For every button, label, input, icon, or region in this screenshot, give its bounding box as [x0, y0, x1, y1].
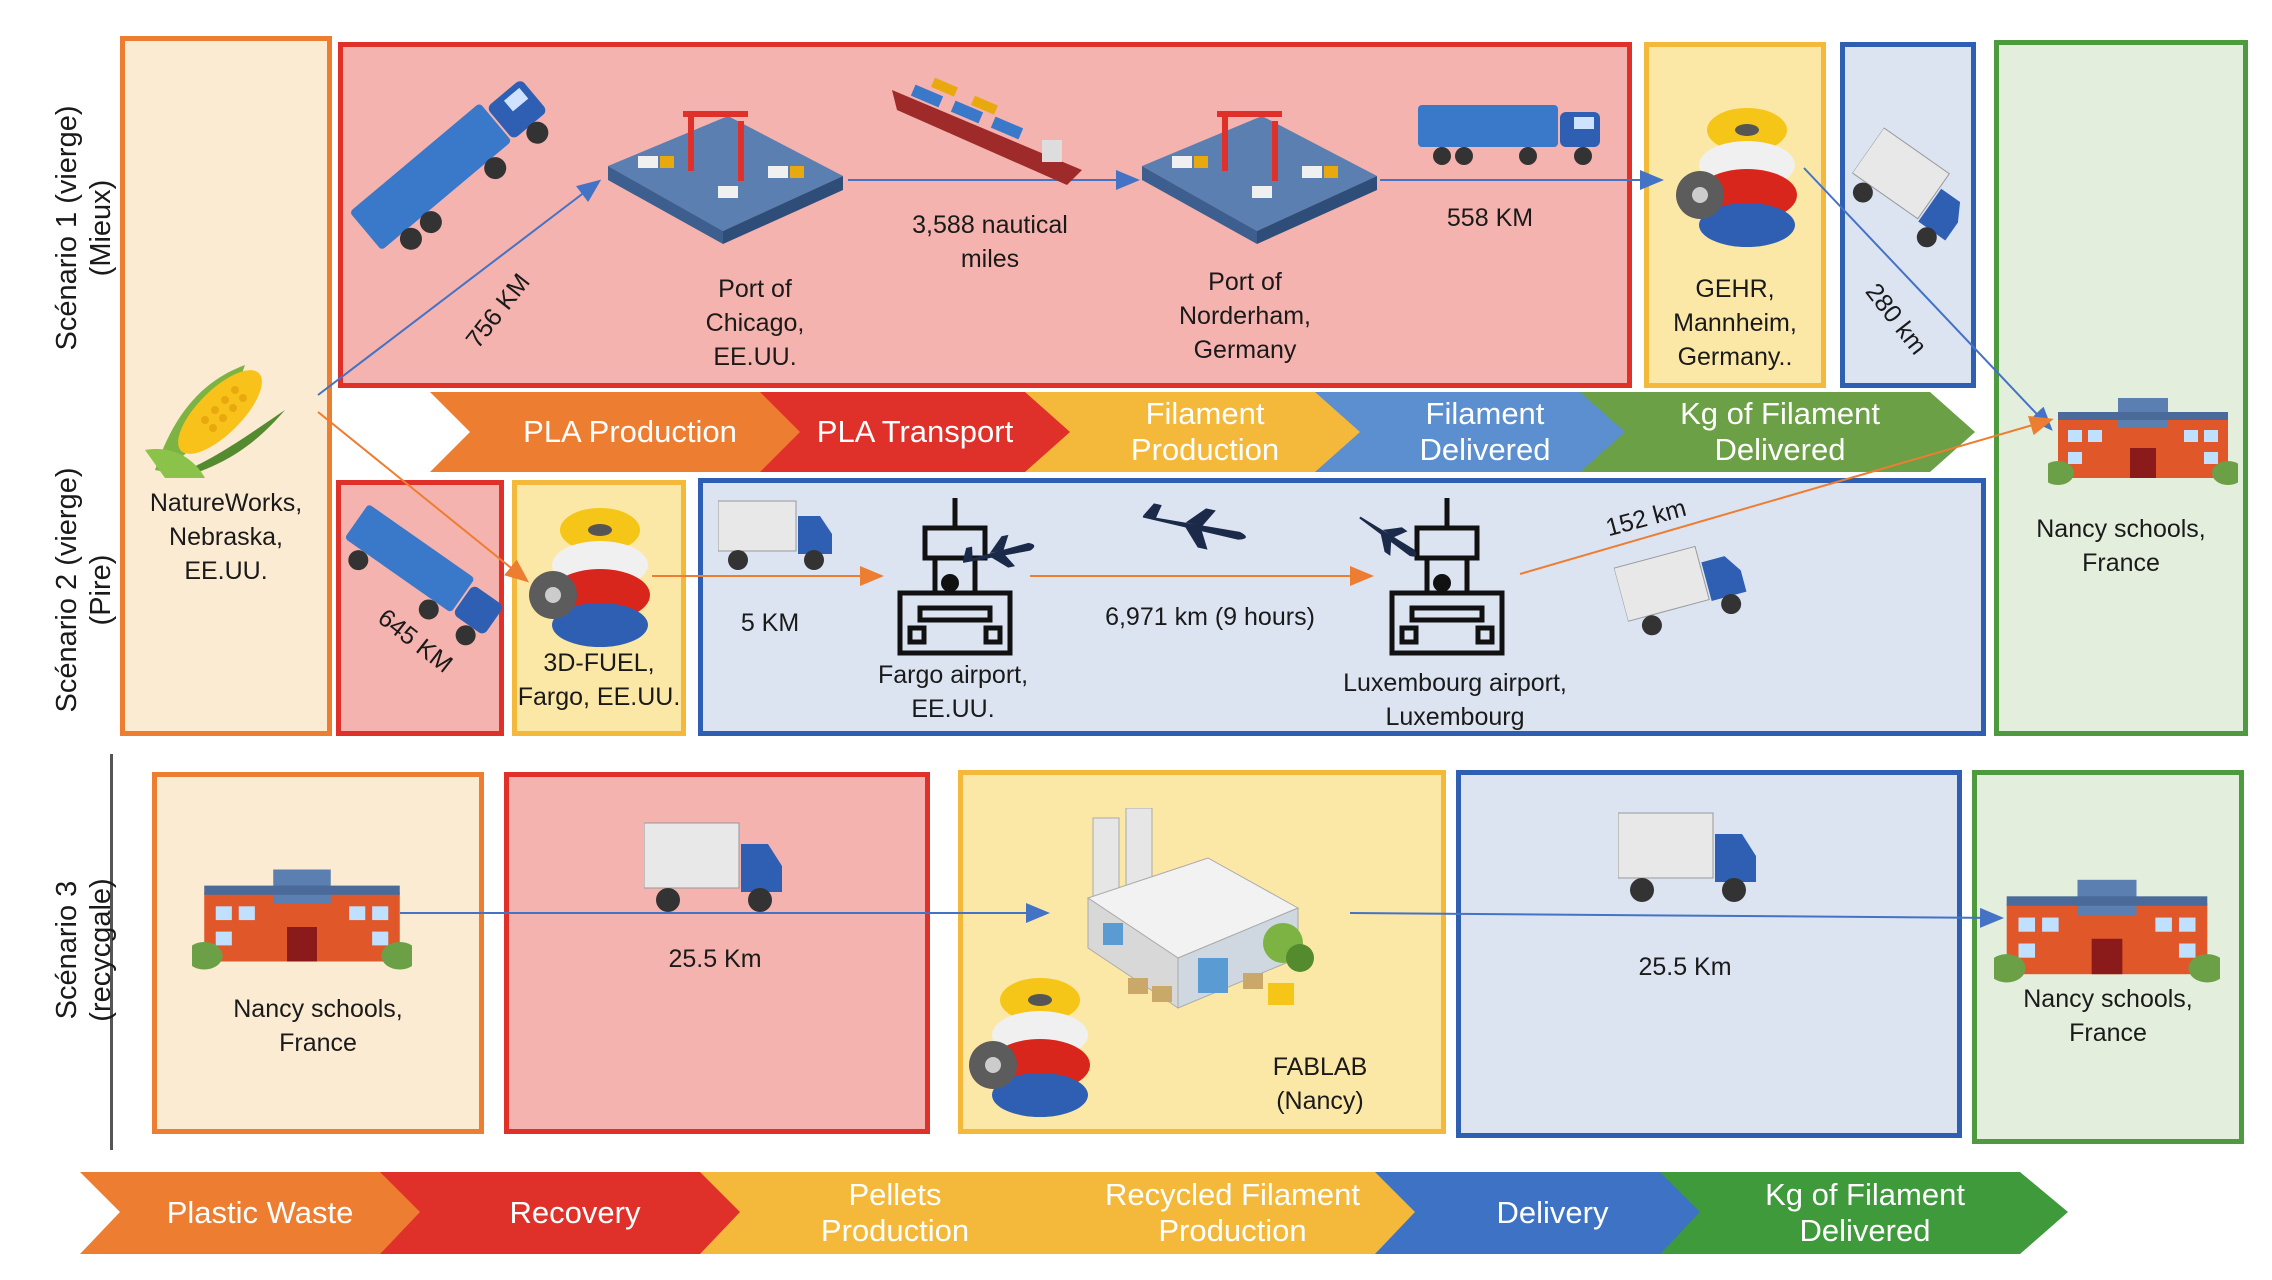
arrow-nw-fuel — [317, 411, 530, 583]
spool-icon — [529, 508, 650, 647]
truck-icon — [351, 81, 549, 250]
distance-5: 5 KM — [740, 609, 800, 637]
chevron-filament-delivered — [1315, 392, 1645, 472]
chevron-recycled-filament — [1020, 1172, 1435, 1254]
port-norderham-label: Port of Norderham, Germany — [1179, 268, 1311, 364]
port-chicago-label: Port of Chicago, EE.UU. — [705, 275, 805, 371]
spool-icon — [1676, 108, 1797, 247]
chevron-kg-delivered-top — [1580, 392, 1975, 472]
corn-icon — [145, 365, 285, 478]
truck-icon — [644, 822, 782, 912]
school-icon — [192, 869, 412, 970]
airport-icon — [1389, 498, 1505, 656]
distance-558: 558 KM — [1446, 204, 1534, 232]
nancy-s3-right-label: Nancy schools, France — [2023, 985, 2193, 1047]
chevron-kg-delivered-bottom — [1660, 1172, 2068, 1254]
arrow-gehr-nancy — [1803, 167, 2053, 431]
gehr-label: GEHR, Mannheim, Germany.. — [1673, 275, 1797, 371]
fablab-label: FABLAB (Nancy) — [1272, 1053, 1368, 1115]
chevron-plastic-waste — [80, 1172, 440, 1254]
stage-pellets-production: Pellets Production — [820, 1177, 970, 1248]
stage-pla-transport: PLA Transport — [816, 414, 1014, 449]
natureworks-label: NatureWorks, Nebraska, EE.UU. — [149, 489, 303, 585]
truck-icon — [718, 500, 832, 570]
distance-6971: 6,971 km (9 hours) — [1105, 603, 1315, 631]
school-icon — [1994, 879, 2220, 983]
truck-icon — [345, 505, 502, 646]
arrow-nw-chicago — [317, 179, 602, 396]
airplane-icon — [962, 534, 1035, 568]
port-icon — [608, 111, 843, 244]
chevron-recovery — [380, 1172, 760, 1254]
distance-3588: 3,588 nautical miles — [912, 211, 1068, 273]
spool-icon — [969, 978, 1090, 1117]
luxembourg-label: Luxembourg airport, Luxembourg — [1343, 669, 1567, 731]
distance-25-a: 25.5 Km — [668, 945, 762, 973]
nancy-top-box — [1994, 40, 2248, 736]
stage-recycled-filament: Recycled Filament Production — [1105, 1177, 1360, 1248]
stage-plastic-waste: Plastic Waste — [166, 1195, 354, 1230]
nancy-top-label: Nancy schools, France — [2036, 515, 2206, 577]
fuel-label: 3D-FUEL, Fargo, EE.UU. — [517, 649, 681, 711]
chevron-delivery — [1375, 1172, 1720, 1254]
stage-pla-production: PLA Production — [523, 414, 737, 449]
chevron-filament-production — [1025, 392, 1380, 472]
chevron-pla-production — [430, 392, 820, 472]
stage-filament-production: Filament Production — [1130, 396, 1280, 467]
airplane-icon — [1359, 516, 1417, 557]
arrow-lux-nancy — [1519, 415, 2054, 575]
truck-icon — [1418, 105, 1600, 165]
distance-25-b: 25.5 Km — [1638, 953, 1732, 981]
school-icon — [2048, 398, 2238, 485]
nancy-s3-left-label: Nancy schools, France — [233, 995, 403, 1057]
stage-delivery: Delivery — [1496, 1195, 1609, 1230]
ship-icon — [892, 77, 1082, 185]
stage-filament-delivered: Filament Delivered — [1419, 396, 1551, 467]
scenario3-divider — [110, 754, 113, 1150]
truck-icon — [1618, 812, 1756, 902]
airport-icon — [897, 498, 1013, 656]
stage-kg-delivered-bottom: Kg of Filament Delivered — [1765, 1177, 1965, 1248]
airplane-icon — [1142, 503, 1246, 550]
truck-icon — [1613, 545, 1747, 636]
truck-icon — [1851, 127, 1961, 248]
chevron-pellets-production — [700, 1172, 1080, 1254]
stage-kg-delivered-top: Kg of Filament Delivered — [1680, 396, 1880, 467]
stage-recovery: Recovery — [509, 1195, 641, 1230]
factory-icon — [1086, 808, 1314, 1009]
arrow-fablab-school — [1349, 907, 2004, 928]
chevron-pla-transport — [760, 392, 1090, 472]
s2-delivery-box — [698, 478, 1986, 736]
fargo-label: Fargo airport, EE.UU. — [877, 661, 1029, 723]
port-icon — [1142, 111, 1377, 244]
